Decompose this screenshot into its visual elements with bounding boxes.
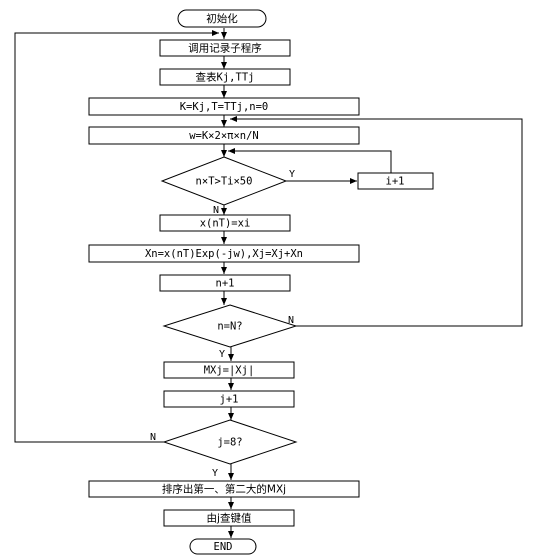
sort-label: 排序出第一、第二大的MXj bbox=[162, 483, 286, 496]
cond-n-label: n=N? bbox=[217, 321, 242, 333]
cond-n-diamond bbox=[162, 304, 298, 348]
assign-label: K=Kj,T=TTj,n=0 bbox=[180, 101, 269, 113]
sort-box bbox=[88, 480, 360, 498]
x-assign-label: x(nT)=xi bbox=[200, 218, 251, 230]
cond-n-node: n=N? bbox=[162, 304, 298, 348]
branch-labels: Y N Y N Y N bbox=[150, 169, 295, 479]
start-terminator-shape bbox=[177, 9, 267, 28]
branch-label-n-yes: Y bbox=[219, 349, 225, 360]
edges bbox=[14, 28, 523, 538]
cond-ti-label: n×T>Ti×50 bbox=[196, 176, 253, 188]
j-inc-node: j+1 bbox=[163, 390, 295, 408]
lookup-key-label: 由j查键值 bbox=[207, 512, 252, 525]
i-inc-box bbox=[357, 172, 434, 190]
mxj-label: MXj=|Xj| bbox=[204, 365, 255, 377]
xn-calc-node: Xn=x(nT)Exp(-jw),Xj=Xj+Xn bbox=[88, 244, 360, 263]
cond-ti-diamond bbox=[160, 156, 288, 206]
cond-ti-node: n×T>Ti×50 bbox=[160, 156, 288, 206]
w-calc-node: w=K×2×π×n/N bbox=[88, 126, 360, 145]
end-terminator-shape bbox=[189, 538, 257, 555]
edge-cond-n-no-loop bbox=[230, 116, 523, 327]
xn-calc-label: Xn=x(nT)Exp(-jw),Xj=Xj+Xn bbox=[145, 248, 303, 260]
lookup-key-node: 由j查键值 bbox=[163, 509, 295, 527]
branch-label-n-no: N bbox=[288, 315, 294, 326]
branch-label-j-yes: Y bbox=[212, 468, 218, 479]
w-calc-label: w=K×2×π×n/N bbox=[189, 130, 259, 142]
x-assign-box bbox=[159, 214, 291, 232]
branch-label-ti-no: N bbox=[213, 205, 219, 216]
n-inc-node: n+1 bbox=[159, 274, 291, 292]
lookup-key-box bbox=[163, 509, 295, 527]
n-inc-box bbox=[159, 274, 291, 292]
x-assign-node: x(nT)=xi bbox=[159, 214, 291, 232]
end-node: END bbox=[189, 538, 257, 555]
call-record-node: 调用记录子程序 bbox=[159, 39, 291, 57]
cond-j-node: j=8? bbox=[162, 419, 298, 465]
w-calc-box bbox=[88, 126, 360, 145]
xn-calc-box bbox=[88, 244, 360, 263]
i-inc-node: i+1 bbox=[357, 172, 434, 190]
n-inc-label: n+1 bbox=[216, 278, 235, 290]
sort-node: 排序出第一、第二大的MXj bbox=[88, 480, 360, 498]
mxj-box bbox=[163, 361, 295, 379]
assign-node: K=Kj,T=TTj,n=0 bbox=[88, 97, 360, 116]
branch-label-j-no: N bbox=[150, 432, 156, 443]
branch-label-ti-yes: Y bbox=[289, 169, 295, 180]
start-label: 初始化 bbox=[206, 12, 238, 25]
lookup-label: 查表Kj,TTj bbox=[196, 71, 255, 84]
mxj-node: MXj=|Xj| bbox=[163, 361, 295, 379]
j-inc-label: j+1 bbox=[220, 394, 239, 406]
cond-j-label: j=8? bbox=[217, 437, 242, 449]
lookup-node: 查表Kj,TTj bbox=[159, 68, 291, 86]
end-label: END bbox=[214, 541, 233, 553]
call-record-label: 调用记录子程序 bbox=[188, 42, 262, 55]
cond-j-diamond bbox=[162, 419, 298, 465]
edge-cond-j-no-loop bbox=[14, 30, 219, 443]
assign-box bbox=[88, 97, 360, 116]
call-record-box bbox=[159, 39, 291, 57]
edge-i-loop-back bbox=[228, 148, 392, 173]
lookup-box bbox=[159, 68, 291, 86]
j-inc-box bbox=[163, 390, 295, 408]
i-inc-label: i+1 bbox=[386, 176, 405, 188]
start-node: 初始化 bbox=[177, 9, 267, 28]
